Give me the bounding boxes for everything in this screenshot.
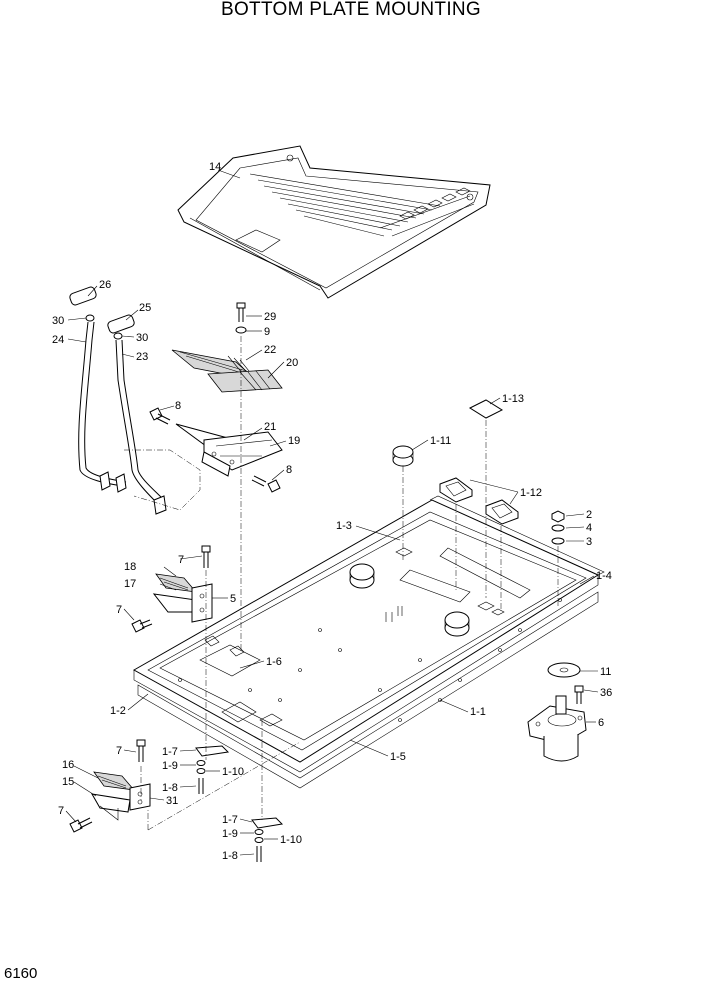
callout-label: 11 xyxy=(600,666,611,678)
callout-label: 1-12 xyxy=(520,487,542,499)
callout-label: 6 xyxy=(598,717,604,729)
callout-label: 1-3 xyxy=(336,520,352,532)
page-number: 6160 xyxy=(4,965,38,982)
pedal-small-lower xyxy=(91,771,151,821)
bottom-plate-part xyxy=(132,495,605,789)
callout-label: 1-2 xyxy=(110,705,126,717)
callout-label: 1-10 xyxy=(280,834,302,846)
callout-label: 25 xyxy=(139,302,151,314)
callout-label: 1-6 xyxy=(266,656,282,668)
callout-label: 17 xyxy=(124,578,136,590)
callout-label: 1-4 xyxy=(596,570,612,582)
callout-label: 1-13 xyxy=(502,393,524,405)
callout-label: 23 xyxy=(136,351,148,363)
callout-label: 8 xyxy=(175,400,181,412)
callout-label: 19 xyxy=(288,435,300,447)
page-title: BOTTOM PLATE MOUNTING xyxy=(221,0,481,20)
callout-label: 4 xyxy=(586,522,592,534)
callout-label: 18 xyxy=(124,561,136,573)
callout-label: 7 xyxy=(116,745,122,757)
callout-label: 7 xyxy=(58,805,64,817)
callout-label: 7 xyxy=(116,604,122,616)
callout-label: 30 xyxy=(52,315,64,327)
callout-label: 29 xyxy=(264,311,276,323)
callout-label: 16 xyxy=(62,759,74,771)
callout-label: 3 xyxy=(586,536,592,548)
callout-label: 5 xyxy=(230,593,236,605)
callout-label: 15 xyxy=(62,776,74,788)
callout-label: 24 xyxy=(52,334,64,346)
leader-lines xyxy=(65,169,599,856)
callout-label: 1-1 xyxy=(470,706,486,718)
callout-label: 1-7 xyxy=(162,746,178,758)
fasteners xyxy=(69,302,584,862)
callout-label: 1-10 xyxy=(222,766,244,778)
callout-label: 36 xyxy=(600,687,612,699)
rubber-mount-part xyxy=(527,662,587,762)
callout-label: 30 xyxy=(136,332,148,344)
grommets-part xyxy=(392,399,519,525)
callout-label: 1-5 xyxy=(390,751,406,763)
callout-label: 1-11 xyxy=(430,435,451,447)
callout-label: 2 xyxy=(586,509,592,521)
callout-label: 8 xyxy=(286,464,292,476)
callout-label: 9 xyxy=(264,326,270,338)
pedal-small-upper xyxy=(152,573,213,623)
callout-label: 31 xyxy=(166,795,178,807)
callout-label: 1-7 xyxy=(222,814,238,826)
callout-label: 1-8 xyxy=(222,850,238,862)
callout-labels: 14 26 25 30 30 24 23 29 9 22 20 8 21 19 … xyxy=(52,161,612,862)
center-lines xyxy=(140,336,559,831)
callout-label: 1-9 xyxy=(162,760,178,772)
callout-label: 7 xyxy=(178,554,184,566)
floor-mat-part xyxy=(177,145,491,299)
callout-label: 21 xyxy=(264,421,276,433)
callout-label: 26 xyxy=(99,279,111,291)
callout-label: 1-8 xyxy=(162,782,178,794)
callout-label: 22 xyxy=(264,344,276,356)
callout-label: 20 xyxy=(286,357,298,369)
callout-label: 1-9 xyxy=(222,828,238,840)
pedal-bracket-part xyxy=(171,349,283,477)
callout-label: 14 xyxy=(209,161,221,173)
